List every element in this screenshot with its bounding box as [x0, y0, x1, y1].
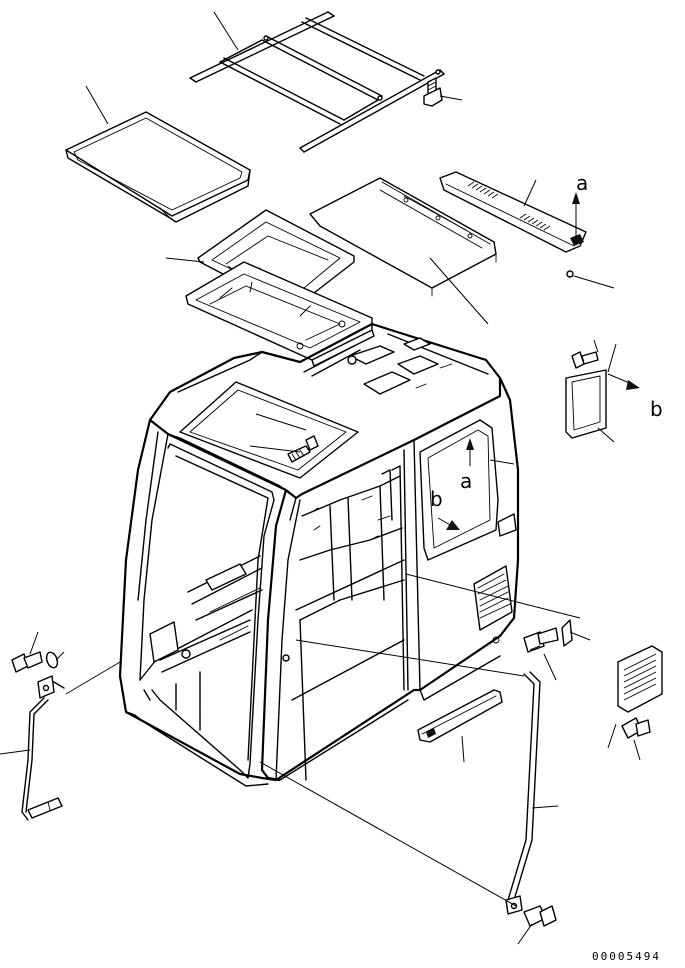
leader-line — [213, 11, 239, 51]
cab-view-label-b: b — [430, 487, 443, 511]
roof-cover-plate — [309, 177, 497, 297]
leader-line — [523, 179, 537, 207]
leader-line — [597, 427, 615, 443]
ventilation-grille — [617, 645, 663, 713]
leader-line — [259, 761, 517, 907]
header-trim-part — [439, 171, 587, 253]
leader-line — [295, 639, 525, 677]
screw-part — [566, 270, 615, 289]
roof-glass-panel — [65, 111, 251, 223]
bolt-part — [517, 905, 557, 945]
view-label-a: a — [576, 171, 588, 195]
bolt-part — [423, 77, 463, 107]
leader-line — [85, 85, 109, 125]
leader-line — [255, 413, 307, 431]
view-arrow-b: b — [607, 373, 663, 421]
view-arrow-a: a — [572, 171, 588, 242]
bolt-part — [11, 631, 43, 673]
leader-line — [489, 459, 515, 465]
cab-view-label-a: a — [460, 469, 472, 493]
leader-line — [0, 749, 31, 755]
bolt-part — [621, 717, 651, 761]
cab-view-arrow-a: a — [460, 438, 474, 493]
bolt-part — [571, 339, 617, 373]
rod-part-left — [21, 675, 65, 821]
bracket-part — [523, 619, 591, 681]
leader-line — [429, 257, 489, 325]
rod-part-right — [505, 671, 541, 915]
operator-cab — [118, 322, 520, 787]
leader-line — [531, 805, 559, 809]
roof-frame-part — [189, 11, 445, 153]
leader-line — [65, 661, 121, 695]
cab-view-arrow-b: b — [430, 487, 460, 530]
document-number: 00005494 — [592, 950, 661, 963]
leader-line — [461, 735, 465, 763]
side-trim-cover — [417, 689, 503, 743]
washer-part — [45, 651, 65, 669]
roof-hatch-frame — [185, 261, 375, 367]
roof-bolt — [287, 435, 319, 463]
access-cover-panel — [565, 369, 607, 439]
leader-line — [249, 445, 301, 453]
view-label-b: b — [650, 397, 663, 421]
leader-line — [165, 257, 205, 263]
leader-line — [405, 573, 581, 619]
leader-line — [607, 723, 617, 749]
